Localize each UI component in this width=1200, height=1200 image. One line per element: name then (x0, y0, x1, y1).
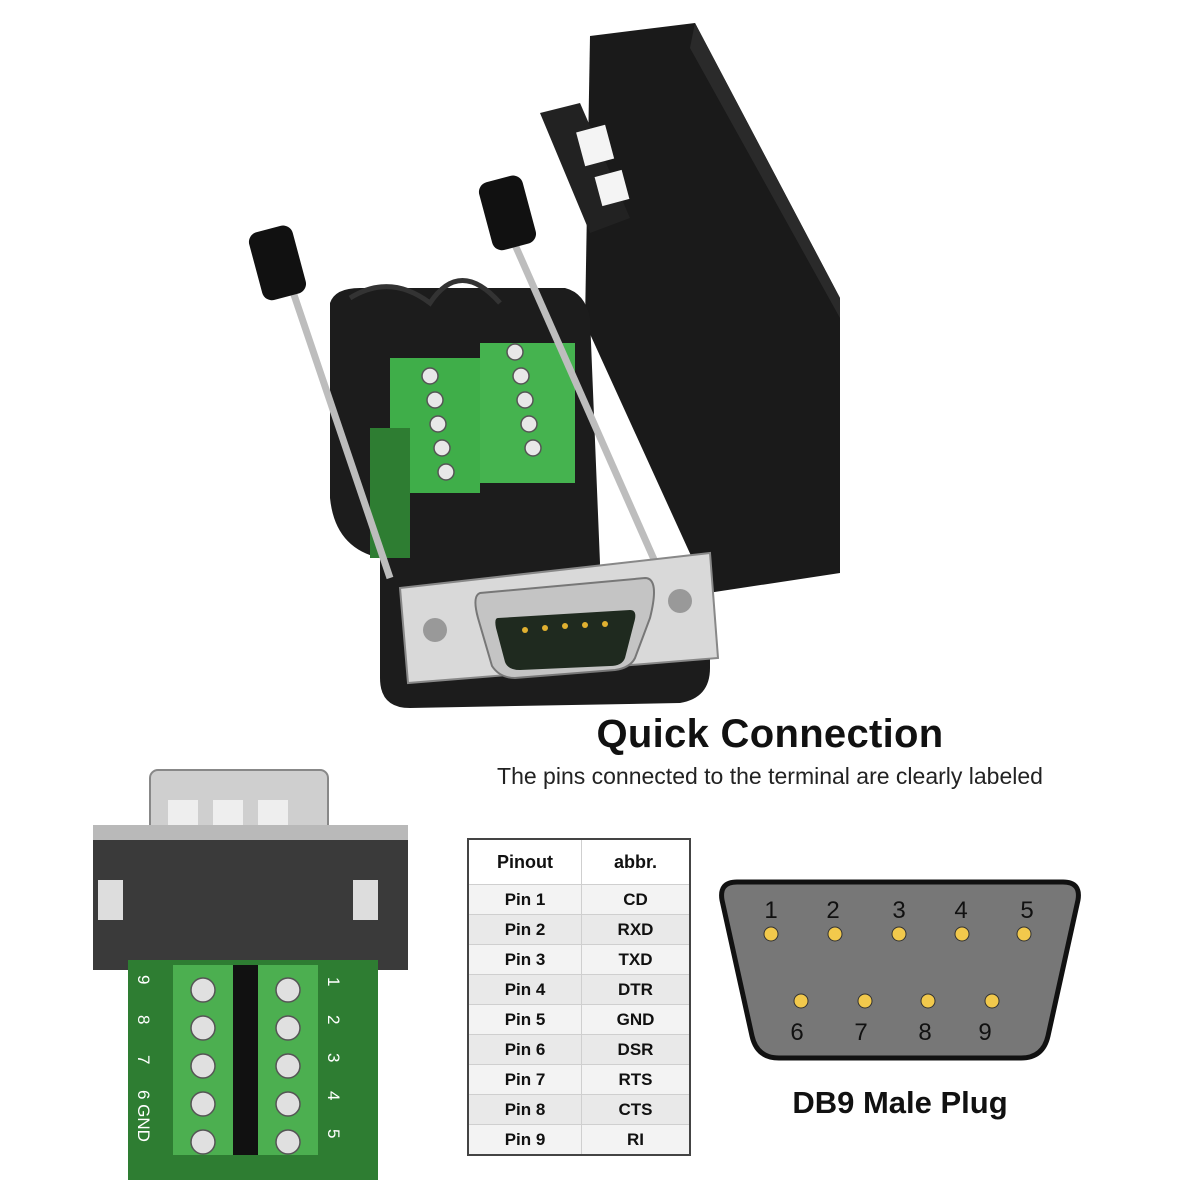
db9-metal-shell (398, 551, 720, 685)
board-label-left: 8 (134, 1015, 153, 1024)
abbr-cell: RTS (581, 1064, 691, 1095)
abbr-cell: CD (581, 884, 691, 915)
pin-cell: Pin 6 (467, 1034, 582, 1065)
abbr-cell: DTR (581, 974, 691, 1005)
abbr-cell: GND (581, 1004, 691, 1035)
board-label-right: 5 (324, 1129, 343, 1138)
abbr-cell: RXD (581, 914, 691, 945)
pin-cell: Pin 4 (467, 974, 582, 1005)
plug-face (719, 879, 1081, 1061)
pin-cell: Pin 8 (467, 1094, 582, 1125)
board-label-right: 1 (324, 977, 343, 986)
pin-number: 2 (826, 897, 839, 924)
pin-dot (984, 993, 1000, 1009)
column-header-abbr: abbr. (581, 838, 691, 885)
abbr-cell: CTS (581, 1094, 691, 1125)
pin-dot (920, 993, 936, 1009)
abbr-cell: TXD (581, 944, 691, 975)
thumbscrew-left (248, 225, 394, 580)
board-label-right: 2 (324, 1015, 343, 1024)
pin-cell: Pin 5 (467, 1004, 582, 1035)
db9-plug-diagram: 1 2 3 4 5 6 7 8 9 (719, 879, 1081, 1061)
column-header-pinout: Pinout (467, 838, 582, 885)
thumbscrew-right (478, 175, 664, 575)
pin-cell: Pin 9 (467, 1124, 582, 1156)
pin-number: 8 (918, 1019, 931, 1046)
headline: Quick Connection (596, 712, 944, 756)
pin-number: 1 (764, 897, 777, 924)
board-label-right: 4 (324, 1091, 343, 1100)
board-label-left: 9 (134, 975, 153, 984)
subheadline: The pins connected to the terminal are c… (497, 763, 1043, 789)
table-header-row: Pinout abbr. (467, 838, 691, 885)
product-photo (248, 23, 840, 708)
pin-number: 5 (1020, 897, 1033, 924)
pin-dot (857, 993, 873, 1009)
abbr-cell: RI (581, 1124, 691, 1156)
pin-number: 9 (978, 1019, 991, 1046)
board-label-left: 6 GND (134, 1090, 153, 1142)
pin-cell: Pin 3 (467, 944, 582, 975)
pin-cell: Pin 2 (467, 914, 582, 945)
board-label-left: 7 (134, 1055, 153, 1064)
pin-number: 4 (954, 897, 967, 924)
pin-dot (891, 926, 907, 942)
pin-number: 6 (790, 1019, 803, 1046)
closeup-photo: 9 8 7 6 GND 1 2 3 4 5 (93, 769, 408, 1180)
pin-cell: Pin 7 (467, 1064, 582, 1095)
pin-dot (793, 993, 809, 1009)
pin-dot (763, 926, 779, 942)
housing-lid (540, 23, 840, 593)
pin-dot (827, 926, 843, 942)
board-label-right: 3 (324, 1053, 343, 1062)
pin-dot (1016, 926, 1032, 942)
pin-number: 3 (892, 897, 905, 924)
terminal-block (370, 343, 575, 558)
abbr-cell: DSR (581, 1034, 691, 1065)
plug-caption: DB9 Male Plug (792, 1085, 1008, 1120)
pin-cell: Pin 1 (467, 884, 582, 915)
pin-number: 7 (854, 1019, 867, 1046)
pin-dot (954, 926, 970, 942)
